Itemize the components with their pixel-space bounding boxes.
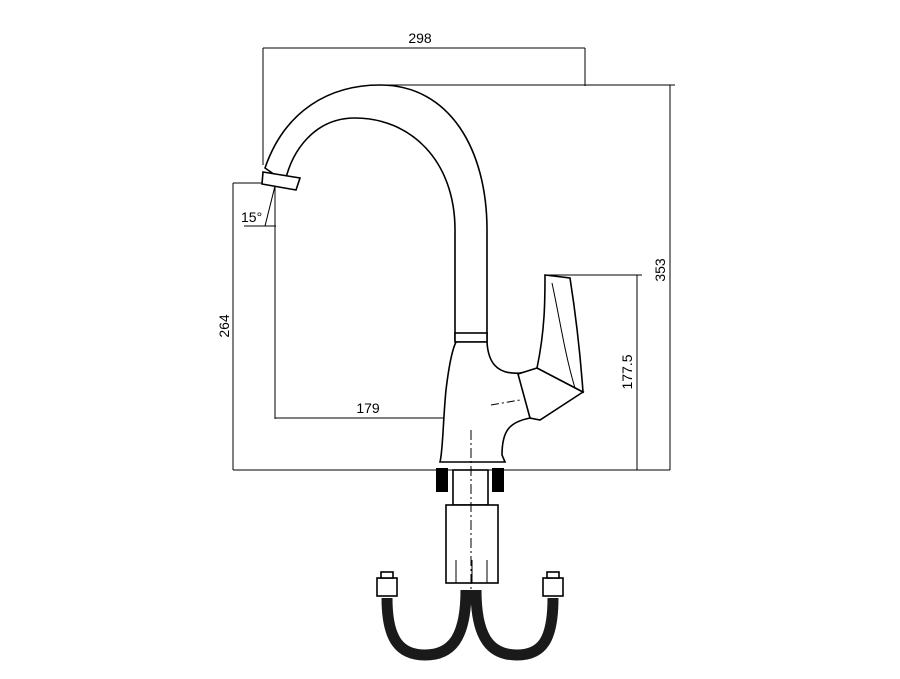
faucet-body bbox=[438, 341, 541, 463]
mounting-base bbox=[436, 430, 504, 590]
supply-hoses bbox=[376, 571, 564, 661]
hose-fitting-right bbox=[542, 577, 564, 597]
dimension-spout-angle: 15° bbox=[241, 185, 276, 227]
dimension-spout-reach: 179 bbox=[274, 183, 466, 419]
dim-label-179: 179 bbox=[356, 400, 380, 416]
lever-handle bbox=[517, 274, 585, 421]
spout bbox=[261, 84, 488, 343]
spout-ring bbox=[454, 332, 488, 343]
dim-label-264: 264 bbox=[216, 314, 232, 338]
dimension-total-height: 353 bbox=[380, 84, 675, 470]
hose-fitting-left bbox=[376, 577, 398, 597]
dim-label-177-5: 177.5 bbox=[619, 354, 635, 389]
dimension-handle-height: 177.5 bbox=[545, 274, 642, 470]
dim-label-298: 298 bbox=[408, 30, 432, 46]
aerator bbox=[261, 171, 302, 191]
dim-label-353: 353 bbox=[652, 258, 668, 282]
dimension-width-top: 298 bbox=[262, 30, 586, 165]
dim-label-15-deg: 15° bbox=[241, 209, 262, 225]
